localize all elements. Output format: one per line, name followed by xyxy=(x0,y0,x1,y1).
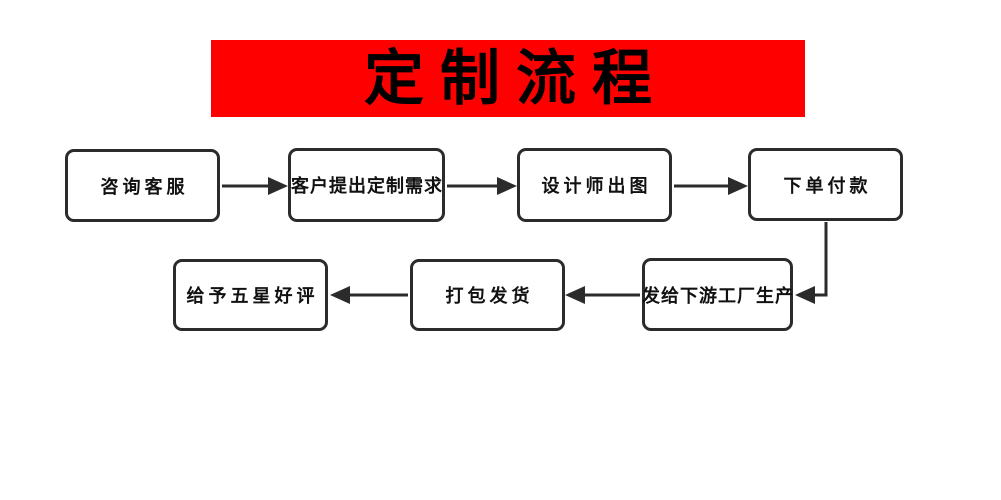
arrow-left-icon xyxy=(330,286,350,304)
flow-step-label: 给予五星好评 xyxy=(186,286,319,306)
flow-step-pack-ship: 打包发货 xyxy=(410,259,565,331)
flow-step-five-star-review: 给予五星好评 xyxy=(173,259,328,331)
flow-step-label: 打包发货 xyxy=(445,286,534,306)
arrow-request-to-designer xyxy=(447,177,517,195)
arrow-right-icon xyxy=(728,177,748,195)
arrow-pack-to-review xyxy=(330,286,408,304)
flow-step-label: 客户提出定制需求 xyxy=(291,176,443,196)
flow-step-consult-service: 咨询客服 xyxy=(65,149,220,222)
arrow-order-to-factory xyxy=(795,222,828,304)
flow-step-label: 发给下游工厂生产 xyxy=(642,285,794,306)
arrow-factory-to-pack xyxy=(565,286,640,304)
arrow-designer-to-order xyxy=(674,177,748,195)
arrow-right-icon xyxy=(497,177,517,195)
arrow-right-icon xyxy=(268,177,288,195)
flow-step-customer-request: 客户提出定制需求 xyxy=(288,148,445,222)
flow-step-label: 咨询客服 xyxy=(100,176,189,197)
arrow-consult-to-request xyxy=(222,177,288,195)
flow-step-order-payment: 下单付款 xyxy=(748,148,903,221)
flow-step-label: 设计师出图 xyxy=(541,176,652,196)
title-banner: 定制流程 xyxy=(211,40,805,117)
flow-step-label: 下单付款 xyxy=(783,175,872,196)
arrow-left-icon xyxy=(565,286,585,304)
flow-step-factory-production: 发给下游工厂生产 xyxy=(642,258,793,331)
flow-step-designer-drawing: 设计师出图 xyxy=(517,148,672,222)
page-title: 定制流程 xyxy=(364,43,668,114)
arrow-left-icon xyxy=(795,286,815,304)
